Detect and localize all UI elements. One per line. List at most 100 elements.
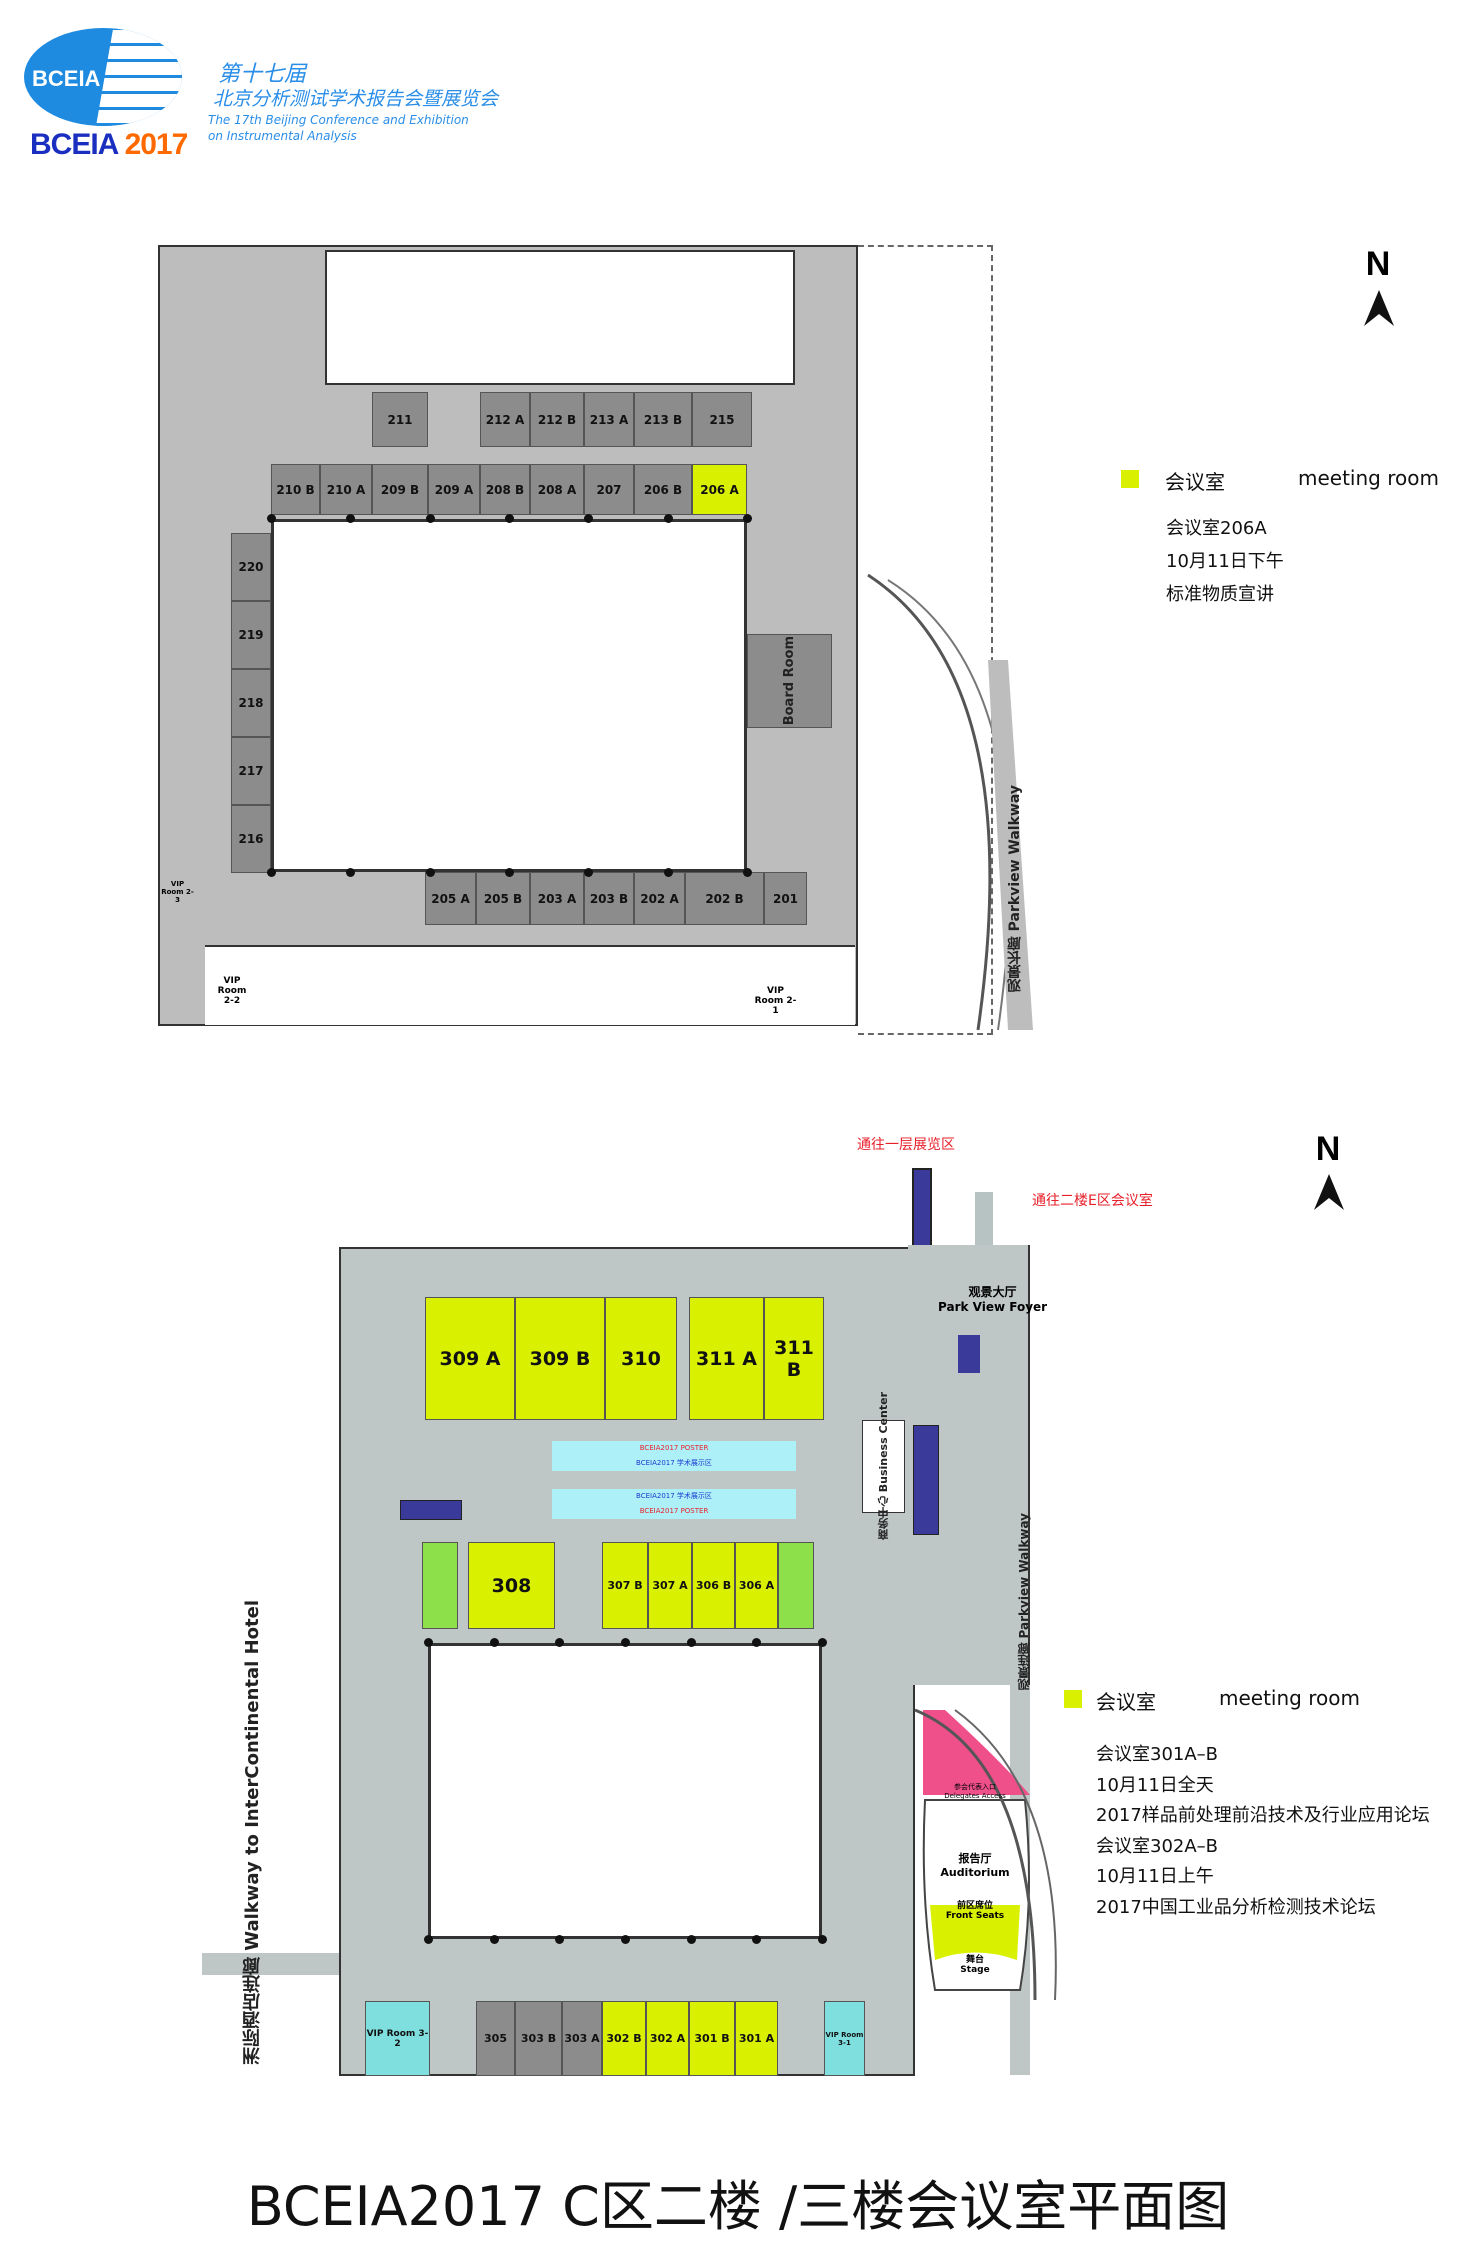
structural-column xyxy=(686,1935,696,1944)
room-219: 219 xyxy=(231,601,271,669)
floor2-north-courtyard xyxy=(325,250,795,385)
structural-column xyxy=(752,1638,762,1647)
structural-column xyxy=(663,868,673,877)
board-room-label: Board Room xyxy=(782,636,797,726)
room-213B: 213 B xyxy=(634,392,692,447)
foyer-escalator xyxy=(958,1335,980,1373)
structural-column xyxy=(346,514,356,523)
auditorium-en: Auditorium xyxy=(940,1866,1010,1879)
room-210A: 210 A xyxy=(320,464,372,515)
poster-area: BCEIA2017 POSTER xyxy=(552,1504,796,1519)
floor3-legend-line: 2017中国工业品分析检测技术论坛 xyxy=(1096,1896,1376,1918)
structural-column xyxy=(743,868,752,877)
structural-column xyxy=(489,1638,499,1647)
vip-room-2-2: VIP Room 2-2 xyxy=(217,976,247,1006)
room-217: 217 xyxy=(231,737,271,805)
hotel-walkway-label: 洲际酒店连廊 Walkway to InterContinental Hotel xyxy=(240,1600,266,2065)
vip-room-2-3: VIP Room 2-3 xyxy=(161,880,194,904)
foyer-en: Park View Foyer xyxy=(938,1300,1048,1314)
logo-year: BCEIA 2017 xyxy=(30,128,188,162)
business-center: 商务中心 Business Center xyxy=(862,1392,905,1541)
room-206B: 206 B xyxy=(634,464,692,515)
room-305: 305 xyxy=(476,2001,515,2076)
to-floor1-label: 通往一层展览区 xyxy=(857,1137,955,1153)
front-cn: 前区席位 xyxy=(956,1901,993,1911)
room-205B: 205 B xyxy=(476,872,530,925)
business-cn: 商务中心 xyxy=(876,1496,890,1541)
room-218: 218 xyxy=(231,669,271,737)
floor3-legend-swatch xyxy=(1064,1690,1082,1708)
room-203B: 203 B xyxy=(584,872,634,925)
floor2-legend-line: 会议室206A xyxy=(1166,518,1267,539)
room-310: 310 xyxy=(605,1297,677,1420)
room-202A: 202 A xyxy=(634,872,685,925)
structural-column xyxy=(621,1935,630,1944)
vip-room-2-1: VIP Room 2-1 xyxy=(754,986,797,1016)
floor3-legend-line: 10月11日全天 xyxy=(1096,1774,1214,1796)
front-en: Front Seats xyxy=(945,1911,1005,1921)
poster-area: BCEIA2017 POSTER xyxy=(552,1441,796,1456)
structural-column xyxy=(267,868,276,877)
structural-column xyxy=(584,868,594,877)
room-212B: 212 B xyxy=(530,392,584,447)
poster-area: BCEIA2017 学术展示区 xyxy=(552,1489,796,1504)
floor3-legend-line: 会议室301A–B xyxy=(1096,1744,1219,1765)
floor3-north-label: N xyxy=(1315,1130,1341,1168)
floor2-legend-en: meeting room xyxy=(1298,466,1439,490)
room-311B: 311 B xyxy=(764,1297,824,1420)
room-206A: 206 A xyxy=(692,464,747,515)
floor2-east-terrace xyxy=(858,245,993,1035)
hotel-cn: 洲际酒店连廊 xyxy=(242,1957,263,2066)
walkway-cn: 观景长廊 xyxy=(1007,936,1023,993)
room-303A: 303 A xyxy=(562,2001,602,2076)
title-en-2: on Instrumental Analysis xyxy=(208,129,357,143)
room-205A: 205 A xyxy=(425,872,476,925)
structural-column xyxy=(489,1935,499,1944)
hotel-en: Walkway to InterContinental Hotel xyxy=(242,1600,263,1951)
auditorium-shape xyxy=(914,1708,1057,2001)
room-202B: 202 B xyxy=(685,872,764,925)
to-e-zone-corridor xyxy=(975,1192,993,1247)
vip-room-3-1: VIP Room 3-1 xyxy=(824,2001,865,2076)
restroom-left xyxy=(422,1542,458,1629)
poster-area: BCEIA2017 学术展示区 xyxy=(552,1456,796,1471)
structural-column xyxy=(424,1638,433,1647)
room-303B: 303 B xyxy=(515,2001,562,2076)
structural-column xyxy=(818,1935,827,1944)
structural-column xyxy=(505,868,514,877)
room-207: 207 xyxy=(584,464,634,515)
vip-room-3-2: VIP Room 3-2 xyxy=(365,2001,430,2076)
structural-column xyxy=(425,868,435,877)
room-211: 211 xyxy=(372,392,428,447)
structural-column xyxy=(663,514,673,523)
structural-column xyxy=(346,868,356,877)
north-arrow-icon xyxy=(1364,290,1394,326)
structural-column xyxy=(584,514,594,523)
structural-column xyxy=(621,1638,630,1647)
room-210B: 210 B xyxy=(271,464,320,515)
floor3-courtyard xyxy=(428,1643,822,1939)
logo-year-a: BCEIA xyxy=(30,128,125,161)
floor3-legend-line: 会议室302A–B xyxy=(1096,1835,1219,1857)
room-306B: 306 B xyxy=(692,1542,735,1629)
floor2-courtyard xyxy=(271,519,747,872)
floor3-legend-line: 2017样品前处理前沿技术及行业应用论坛 xyxy=(1096,1805,1430,1826)
structural-column xyxy=(686,1638,696,1647)
room-302B: 302 B xyxy=(602,2001,646,2076)
structural-column xyxy=(752,1935,762,1944)
room-208A: 208 A xyxy=(530,464,584,515)
board-room: Board Room xyxy=(747,634,832,728)
room-309B: 309 B xyxy=(515,1297,605,1420)
to-e-zone-label: 通往二楼E区会议室 xyxy=(1032,1193,1153,1209)
room-301A: 301 A xyxy=(735,2001,778,2076)
structural-column xyxy=(424,1935,433,1944)
conference-title-en: The 17th Beijing Conference and Exhibiti… xyxy=(208,112,469,144)
stage-en: Stage xyxy=(960,1965,990,1975)
room-306A: 306 A xyxy=(735,1542,778,1629)
business-escalator xyxy=(913,1425,939,1535)
room-201: 201 xyxy=(764,872,807,925)
room-216: 216 xyxy=(231,805,271,873)
